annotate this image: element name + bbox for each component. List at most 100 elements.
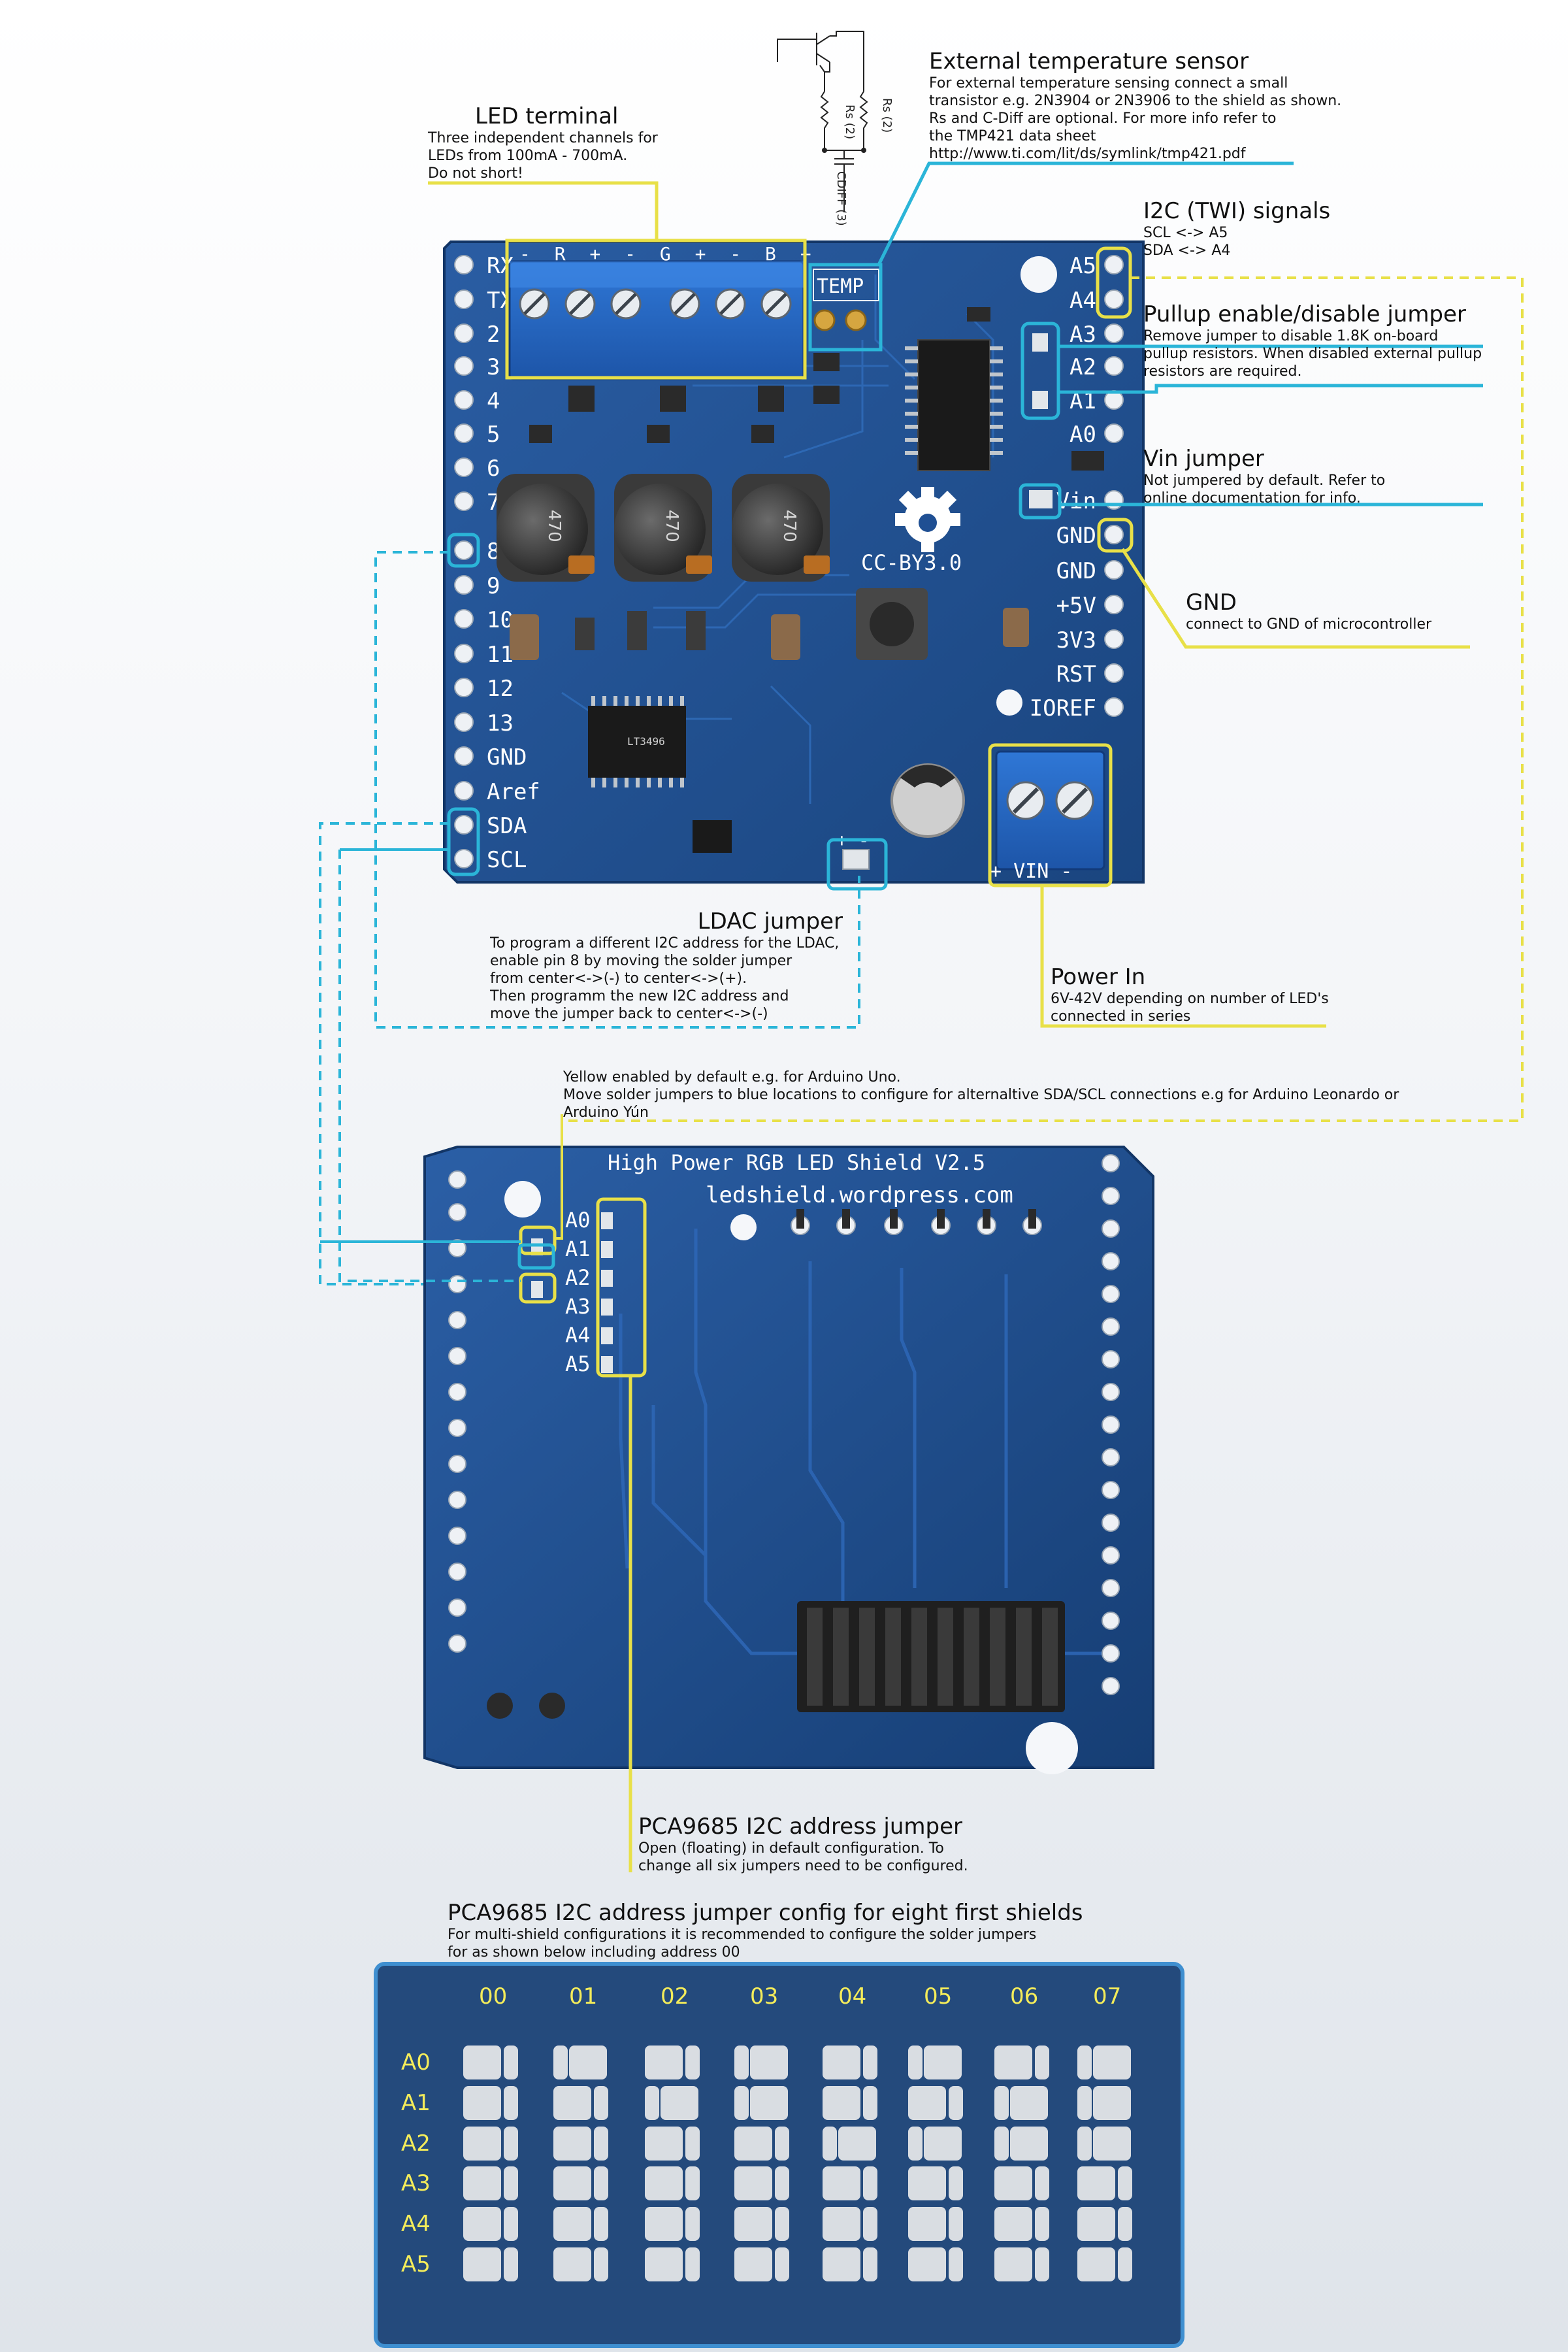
solder-pad bbox=[994, 2207, 1032, 2241]
svg-text:A3: A3 bbox=[565, 1294, 591, 1319]
svg-text:A0: A0 bbox=[1070, 422, 1096, 448]
solder-pad bbox=[685, 2127, 700, 2161]
solder-pad bbox=[553, 2247, 591, 2281]
solder-pad bbox=[1118, 2166, 1132, 2200]
solder-jumper-pad bbox=[823, 2127, 876, 2161]
solder-pad bbox=[685, 2207, 700, 2241]
solder-pad bbox=[924, 2046, 962, 2079]
solder-pad bbox=[463, 2127, 501, 2161]
vin-terminal-label: + VIN - bbox=[990, 860, 1072, 883]
solder-jumper-pad bbox=[645, 2127, 700, 2161]
schematic-rs2-label: Rs (2) bbox=[880, 98, 894, 133]
power-in-title: Power In bbox=[1051, 964, 1146, 990]
solder-pad bbox=[949, 2247, 963, 2281]
svg-text:3: 3 bbox=[487, 354, 500, 380]
svg-text:9: 9 bbox=[487, 573, 500, 599]
solder-jumper-pad bbox=[734, 2127, 789, 2161]
solder-jumper-pad bbox=[553, 2166, 608, 2200]
solder-pad bbox=[734, 2086, 749, 2120]
config-row-label: A3 bbox=[401, 2170, 431, 2196]
solder-pad bbox=[734, 2247, 772, 2281]
svg-text:GND: GND bbox=[487, 744, 527, 770]
solder-pad bbox=[908, 2127, 923, 2161]
solder-pad bbox=[908, 2086, 946, 2120]
solder-jumper-pad bbox=[463, 2166, 518, 2200]
callout-ldac: LDAC jumper To program a different I2C a… bbox=[490, 908, 843, 1023]
solder-pad bbox=[823, 2247, 860, 2281]
solder-jumper-pad bbox=[734, 2207, 789, 2241]
svg-text:A4: A4 bbox=[1070, 288, 1096, 314]
gnd-title: GND bbox=[1186, 589, 1237, 616]
solder-pad bbox=[594, 2247, 608, 2281]
solder-pad bbox=[685, 2247, 700, 2281]
solder-jumper-pad bbox=[463, 2207, 518, 2241]
solder-pad bbox=[1093, 2127, 1131, 2161]
solder-jumper-pad bbox=[734, 2086, 788, 2120]
solder-jumper-pad bbox=[823, 2247, 877, 2281]
svg-text:SDA: SDA bbox=[487, 813, 527, 839]
config-row-label: A2 bbox=[401, 2130, 431, 2157]
solder-pad bbox=[734, 2166, 772, 2200]
solder-jumper-pad bbox=[1077, 2127, 1131, 2161]
svg-text:IOREF: IOREF bbox=[1030, 695, 1096, 721]
solder-jumper-pad bbox=[908, 2166, 963, 2200]
config-column-label: 01 bbox=[569, 1983, 598, 2010]
oshw-gear-icon bbox=[895, 487, 960, 552]
solder-pad bbox=[1010, 2086, 1048, 2120]
solder-pad bbox=[504, 2207, 518, 2241]
solder-pad bbox=[734, 2127, 772, 2161]
solder-pad bbox=[949, 2166, 963, 2200]
svg-text:Vin: Vin bbox=[1056, 488, 1096, 514]
solder-pad bbox=[504, 2166, 518, 2200]
solder-jumper-pad bbox=[823, 2207, 877, 2241]
solder-jumper-pad bbox=[1077, 2166, 1132, 2200]
svg-text:SCL: SCL bbox=[487, 847, 527, 873]
solder-jumper-pad bbox=[1077, 2086, 1131, 2120]
solder-pad bbox=[863, 2247, 877, 2281]
solder-pad bbox=[504, 2127, 518, 2161]
solder-jumper-pad bbox=[1077, 2207, 1132, 2241]
solder-pad bbox=[645, 2166, 683, 2200]
solder-pad bbox=[504, 2046, 518, 2079]
solder-pad bbox=[1077, 2207, 1115, 2241]
solder-pad bbox=[463, 2207, 501, 2241]
config-row-label: A5 bbox=[401, 2251, 431, 2277]
solder-pad bbox=[908, 2166, 946, 2200]
solder-jumper-pad bbox=[553, 2247, 608, 2281]
svg-text:5: 5 bbox=[487, 422, 500, 448]
solder-jumper-pad bbox=[734, 2046, 788, 2079]
svg-text:4: 4 bbox=[487, 388, 500, 414]
solder-jumper-pad bbox=[908, 2086, 963, 2120]
solder-jumper-pad bbox=[994, 2086, 1048, 2120]
solder-jumper-pad bbox=[553, 2207, 608, 2241]
svg-text:A5: A5 bbox=[565, 1351, 591, 1376]
solder-pad bbox=[1093, 2086, 1131, 2120]
solder-pad bbox=[838, 2127, 876, 2161]
solder-jumper-pad bbox=[823, 2086, 877, 2120]
svg-text:A2: A2 bbox=[1070, 354, 1096, 380]
solder-jumper-pad bbox=[645, 2086, 698, 2120]
i2c-title: I2C (TWI) signals bbox=[1143, 198, 1331, 224]
solder-pad bbox=[1077, 2046, 1092, 2079]
solder-pad bbox=[569, 2046, 607, 2079]
solder-jumper-pad bbox=[994, 2166, 1049, 2200]
vin-jumper-desc: Not jumpered by default. Refer to online… bbox=[1143, 472, 1386, 506]
svg-text:470: 470 bbox=[662, 510, 681, 542]
solder-jumper-pad bbox=[645, 2166, 700, 2200]
solder-jumper-pad bbox=[553, 2086, 608, 2120]
callout-power-in: Power In 6V-42V depending on number of L… bbox=[1051, 964, 1329, 1025]
temp-sensor-desc: For external temperature sensing connect… bbox=[929, 75, 1342, 162]
pca-jumper-title: PCA9685 I2C address jumper bbox=[638, 1814, 963, 1840]
solder-pad bbox=[645, 2127, 683, 2161]
config-pad-grid bbox=[463, 2046, 1132, 2281]
solder-pad bbox=[463, 2166, 501, 2200]
ldac-desc: To program a different I2C address for t… bbox=[490, 935, 840, 1022]
config-row-label: A1 bbox=[401, 2090, 431, 2116]
solder-pad bbox=[823, 2166, 860, 2200]
solder-pad bbox=[553, 2166, 591, 2200]
solder-jumper-pad bbox=[645, 2247, 700, 2281]
solder-pad bbox=[594, 2166, 608, 2200]
i2c-desc: SCL <-> A5 SDA <-> A4 bbox=[1143, 225, 1231, 259]
solder-jumper-pad bbox=[994, 2207, 1049, 2241]
